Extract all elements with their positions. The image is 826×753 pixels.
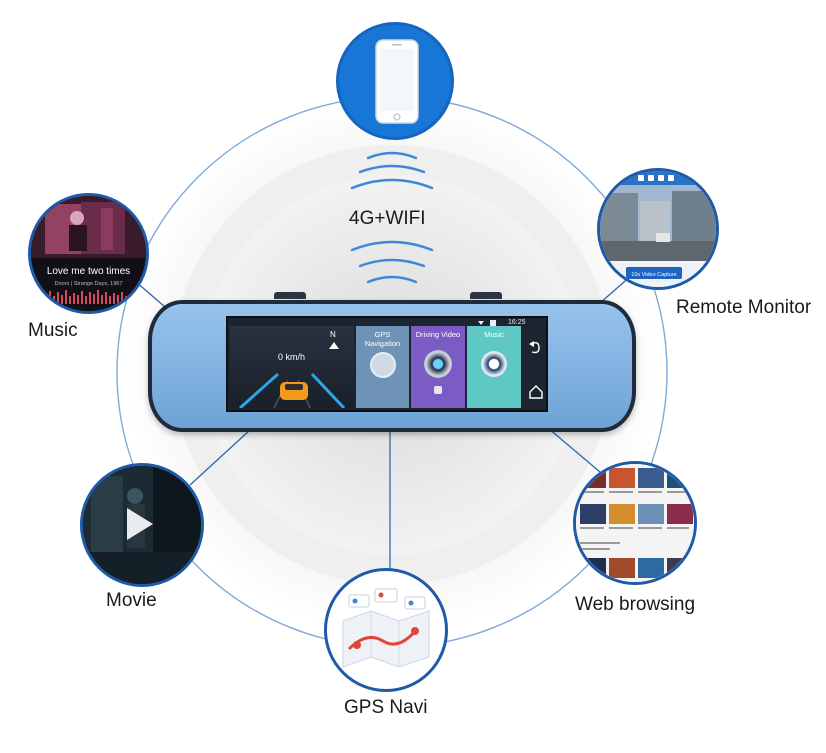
gps-navi-node[interactable] <box>324 568 448 692</box>
song-title: Love me two times <box>46 266 131 277</box>
speed-readout: 0 km/h <box>278 352 306 362</box>
song-subtitle: Doors | Strange Days, 1967 <box>54 281 123 287</box>
tile-driving-video[interactable]: Driving Video <box>411 326 465 408</box>
video-grid-image <box>576 464 694 582</box>
phone-node <box>336 22 454 140</box>
wifi-waves-bottom <box>350 240 434 284</box>
wifi-waves-top <box>350 151 434 190</box>
music-label: Music <box>28 320 78 341</box>
compass-icon <box>370 352 396 378</box>
center-label: 4G+WIFI <box>349 208 426 229</box>
play-icon[interactable] <box>127 508 153 540</box>
dashboard-panel: N 0 km/h <box>230 326 354 408</box>
web-browsing-node[interactable] <box>573 461 697 585</box>
mirror-screen: 16:25 N 0 km/h GPS Navigation Driving Vi… <box>226 316 548 412</box>
camera-lens-icon <box>424 350 452 378</box>
music-node[interactable]: Love me two times Doors | Strange Days, … <box>28 193 149 314</box>
tile-music[interactable]: Music <box>467 326 521 408</box>
movie-label: Movie <box>106 590 157 611</box>
capture-button-label: 10s Video Capture <box>631 272 676 278</box>
movie-node[interactable] <box>80 463 204 587</box>
web-browsing-label: Web browsing <box>575 594 696 615</box>
concert-image <box>31 196 146 311</box>
compass-label: N <box>330 330 336 339</box>
mirror-mount-left <box>274 292 306 299</box>
phone-icon <box>375 39 419 124</box>
record-dot-icon <box>434 386 442 394</box>
gps-navi-label: GPS Navi <box>344 697 428 718</box>
nav-column <box>529 341 543 399</box>
tile-gps-navigation[interactable]: GPS Navigation <box>356 326 409 408</box>
road-graphic <box>238 372 346 408</box>
remote-monitor-node[interactable]: 10s Video Capture <box>597 168 719 290</box>
clock: 16:25 <box>508 319 526 326</box>
compass-arrow-icon <box>329 342 339 349</box>
home-icon[interactable] <box>529 385 543 399</box>
status-icons <box>478 320 496 326</box>
street-camera-image: 10s Video Capture <box>600 171 716 287</box>
movie-scene-image <box>83 466 201 584</box>
remote-monitor-label: Remote Monitor <box>676 297 812 318</box>
speaker-icon <box>481 351 507 377</box>
map-icon <box>342 588 430 668</box>
mirror-mount-right <box>470 292 502 299</box>
back-icon[interactable] <box>529 341 540 354</box>
